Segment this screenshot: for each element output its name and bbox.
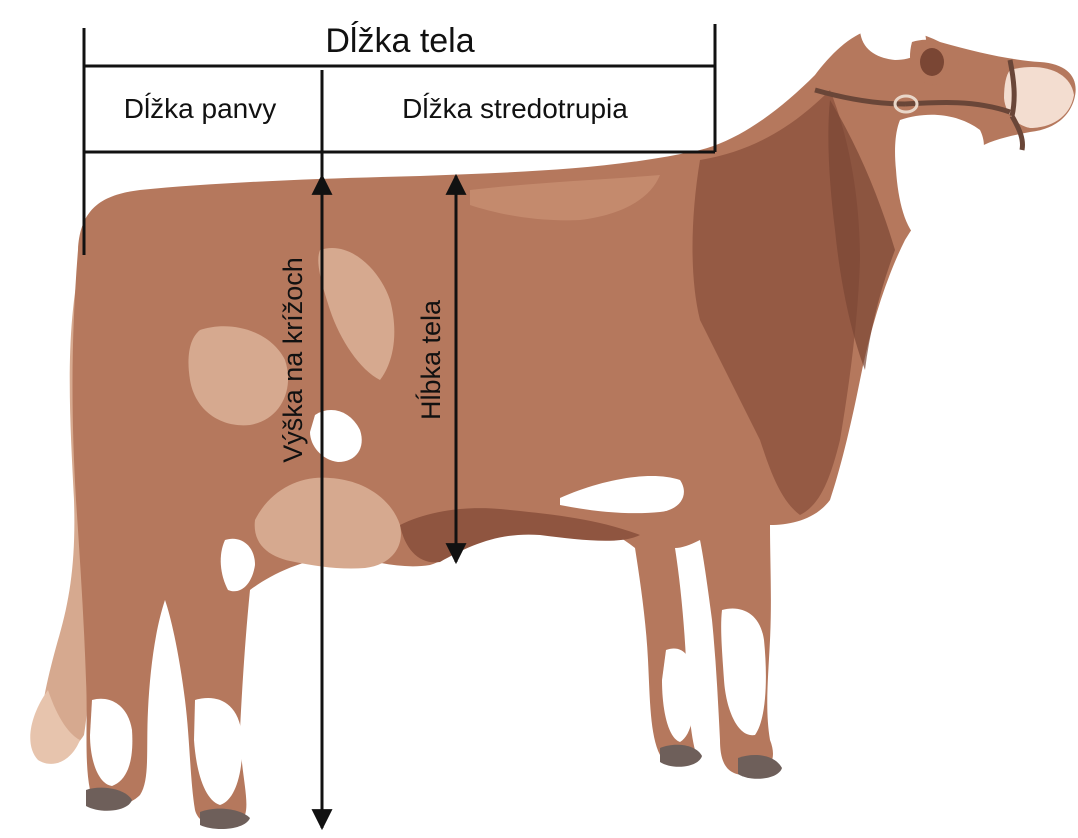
label-midbody-length: Dĺžka stredotrupia (402, 92, 628, 124)
cow-hoof-front-right (738, 755, 782, 779)
label-body-length: Dĺžka tela (325, 21, 474, 60)
cow-illustration (30, 24, 1075, 829)
cow-face-white-patch (895, 115, 984, 240)
label-pelvis-length: Dĺžka panvy (124, 92, 277, 124)
cow-eye (920, 48, 944, 76)
label-height-at-rump: Výška na krížoch (278, 257, 308, 463)
label-body-depth: Hĺbka tela (415, 299, 446, 420)
cow-hoof-front-left (660, 745, 702, 767)
